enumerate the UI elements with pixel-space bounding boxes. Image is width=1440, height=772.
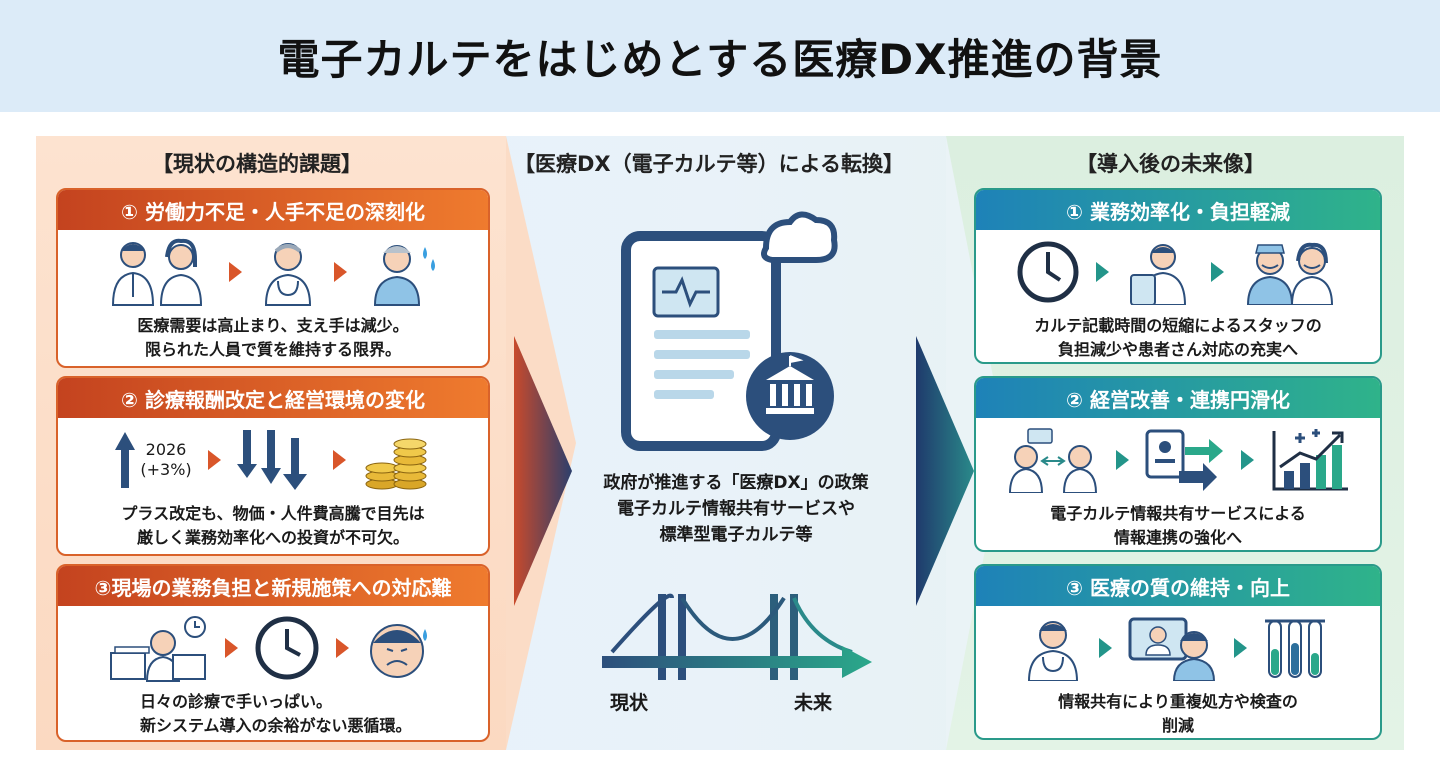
challenge-card-reimbursement: ② 診療報酬改定と経営環境の変化 2026 (+3%) [56,376,490,556]
card-header: ② 経営改善・連携円滑化 [976,378,1380,418]
card-header: ① 業務効率化・負担軽減 [976,190,1380,230]
doctor-nurse-icon [111,238,203,306]
future-card-quality: ③ 医療の質の維持・向上 [974,564,1382,740]
card-description: プラス改定も、物価・人件費高騰で目先は 厳しく業務効率化への投資が不可欠。 [58,502,488,550]
arrow-right-icon [225,638,238,658]
challenge-card-workload: ③現場の業務負担と新規施策への対応難 [56,564,490,742]
description-line: 電子カルテ情報共有サービスや [617,499,855,519]
card-description: 日々の診療で手いっぱい。 新システム導入の余裕がない悪循環。 [58,690,488,738]
test-tubes-icon [1265,619,1325,678]
doctor-icon [1027,621,1079,681]
left-heading: 【現状の構造的課題】 [152,152,362,176]
description-line: プラス改定も、物価・人件費高騰で目先は [121,504,425,523]
growth-chart-icon [1272,429,1348,491]
card-description: カルテ記載時間の短縮によるスタッフの 負担減少や患者さん対応の充実へ [976,314,1380,362]
right-heading: 【導入後の未来像】 [1076,152,1265,176]
tired-nurse-icon [373,245,435,306]
overworked-staff-icon [110,616,206,682]
revision-rate: (+3%) [140,460,192,479]
transition-arrow-right [916,336,974,606]
page-title: 電子カルテをはじめとする医療DX推進の背景 [277,34,1163,84]
middle-heading: 【医療DX（電子カルテ等）による転換】 [514,152,904,176]
arrow-right-icon [1096,262,1109,282]
description-line: 政府が推進する「医療DX」の政策 [603,473,869,493]
arrow-up-icon [115,432,136,488]
card-description: 電子カルテ情報共有サービスによる 情報連携の強化へ [976,502,1380,550]
clock-icon [1017,241,1079,303]
card-icons [58,606,488,690]
doctor-tablet-icon [1130,244,1187,305]
card-icons [976,418,1380,502]
description-line: 情報共有により重複処方や検査の [1058,692,1298,711]
arrow-right-icon [207,450,221,470]
bridge-label-future: 未来 [794,692,833,714]
transition-arrow-left [514,336,572,606]
record-transfer-icon [1145,429,1223,491]
arrow-right-icon [1211,262,1224,282]
card-icons: 2026 (+3%) [58,418,488,502]
telemedicine-icon [1128,617,1216,681]
tablet-cloud-government-icon [621,211,838,451]
title-bar: 電子カルテをはじめとする医療DX推進の背景 [0,0,1440,112]
elderly-doctor-icon [264,243,312,306]
bridge-icon [602,593,872,680]
coin-stack-icon [365,438,427,490]
card-icons [58,230,488,314]
card-description: 医療需要は高止まり、支え手は減少。 限られた人員で質を維持する限界。 [58,314,488,362]
description-line: 限られた人員で質を維持する限界。 [144,340,401,359]
description-line: カルテ記載時間の短縮によるスタッフの [1034,316,1322,335]
future-card-efficiency: ① 業務効率化・負担軽減 [974,188,1382,364]
middle-description: 政府が推進する「医療DX」の政策 電子カルテ情報共有サービスや 標準型電子カルテ… [576,470,896,548]
arrow-right-icon [334,262,347,282]
description-line: 削減 [1161,716,1194,735]
description-line: 標準型電子カルテ等 [659,525,813,545]
worried-face-icon [370,624,427,678]
smiling-staff-icon [1246,242,1334,305]
description-line: 新システム導入の余裕がない悪循環。 [140,716,412,735]
card-header: ② 診療報酬改定と経営環境の変化 [58,378,488,418]
card-header: ③ 医療の質の維持・向上 [976,566,1380,606]
bridge-label-present: 現状 [610,692,649,714]
diagram-stage: 【現状の構造的課題】 【医療DX（電子カルテ等）による転換】 【導入後の未来像】… [36,136,1404,750]
revision-badge: 2026 (+3%) [114,430,192,490]
challenge-card-labor: ① 労働力不足・人手不足の深刻化 [56,188,490,368]
card-header: ③現場の業務負担と新規施策への対応難 [58,566,488,606]
arrow-right-icon [1241,450,1254,470]
downward-arrows-icon [236,430,307,490]
description-line: 電子カルテ情報共有サービスによる [1050,504,1306,523]
doctors-sharing-icon [1008,428,1098,493]
clock-icon [255,616,319,680]
future-card-management: ② 経営改善・連携円滑化 [974,376,1382,552]
description-line: 情報連携の強化へ [1113,528,1242,547]
arrow-right-icon [336,638,349,658]
card-header: ① 労働力不足・人手不足の深刻化 [58,190,488,230]
arrow-right-icon [229,262,242,282]
arrow-right-icon [1116,450,1129,470]
arrow-right-icon [1099,638,1112,658]
card-icons [976,230,1380,314]
description-line: 厳しく業務効率化への投資が不可欠。 [136,528,409,547]
card-description: 情報共有により重複処方や検査の 削減 [976,690,1380,738]
description-line: 医療需要は高止まり、支え手は減少。 [137,316,409,335]
description-line: 負担減少や患者さん対応の充実へ [1057,340,1298,359]
card-icons [976,606,1380,690]
arrow-right-icon [1234,638,1247,658]
description-line: 日々の診療で手いっぱい。 [140,692,333,711]
revision-year: 2026 [145,440,187,459]
arrow-right-icon [332,450,346,470]
